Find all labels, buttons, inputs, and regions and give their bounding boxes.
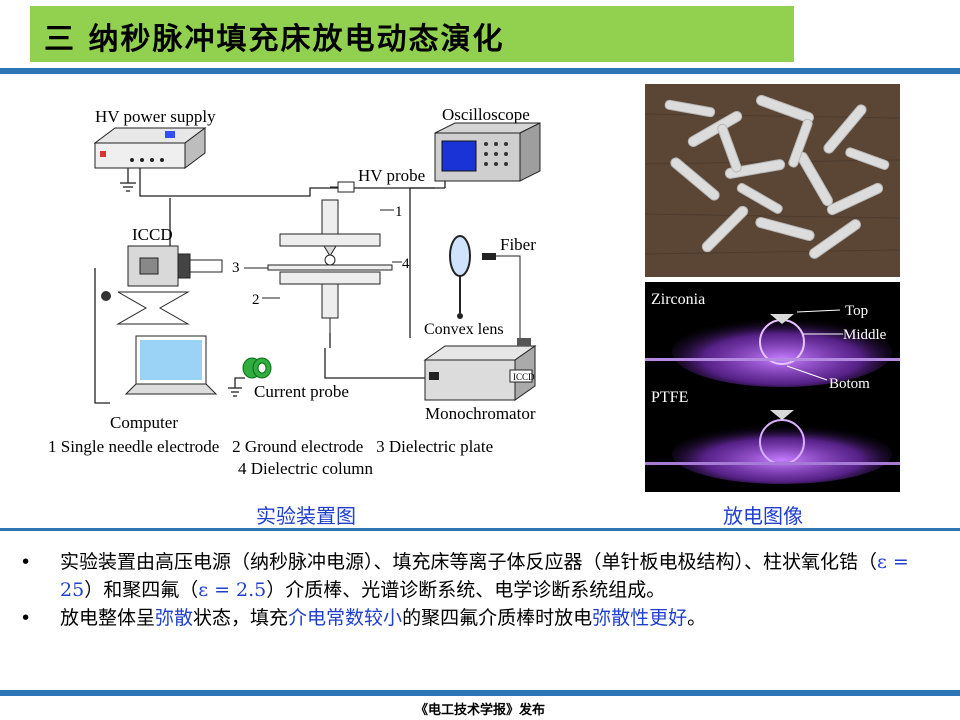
label-2: 2: [252, 292, 260, 308]
reactor-icon: [267, 199, 393, 333]
oscilloscope-label: Oscilloscope: [442, 105, 530, 124]
convex-lens-icon: [449, 235, 521, 338]
top-label: Top: [845, 303, 868, 319]
setup-diagram: HV power supply Oscilloscope HV probe IC…: [48, 105, 541, 478]
hv-power-supply-label: HV power supply: [95, 107, 216, 126]
hv-probe-icon: [330, 181, 355, 193]
monochromator-icon: [423, 338, 537, 401]
iccd-box-label: ICCD: [513, 372, 535, 382]
middle-label: Middle: [843, 327, 887, 343]
bullet-item-2: • 放电整体呈弥散状态，填充介电常数较小的聚四氟介质棒时放电弥散性更好。: [18, 604, 948, 632]
current-probe-icon: [242, 357, 272, 379]
bullet-dot: •: [20, 551, 32, 573]
hv-probe-label: HV probe: [358, 166, 425, 185]
dielectric-rods-photo: [645, 84, 900, 277]
hv-power-supply-icon: [93, 127, 207, 169]
page-title: 三 纳秒脉冲填充床放电动态演化: [44, 22, 505, 57]
convex-lens-label: Convex lens: [424, 321, 504, 338]
zirconia-label: Zirconia: [651, 291, 705, 308]
top-divider: [0, 68, 960, 74]
bullet-item-1: • 实验装置由高压电源（纳秒脉冲电源）、填充床等离子体反应器（单针板电极结构）、…: [18, 548, 948, 604]
monochromator-label: Monochromator: [425, 404, 536, 423]
botom-label: Botom: [829, 376, 870, 392]
diagram-legend-line1: 1 Single needle electrode 2 Ground elect…: [48, 437, 493, 456]
discharge-caption: 放电图像: [723, 504, 803, 528]
current-probe-label: Current probe: [254, 382, 349, 401]
computer-label: Computer: [110, 413, 178, 432]
footer-credit: 《电工技术学报》发布: [414, 703, 545, 718]
label-1: 1: [395, 204, 403, 220]
ground-icon: [120, 168, 136, 192]
setup-caption: 实验装置图: [256, 504, 356, 528]
bullet-dot: •: [20, 607, 32, 629]
iccd-camera-icon: [101, 245, 223, 325]
discharge-photo: Zirconia Top Middle Botom PTFE: [645, 282, 900, 492]
title-banner: 三 纳秒脉冲填充床放电动态演化: [30, 6, 794, 62]
bullet-list: • 实验装置由高压电源（纳秒脉冲电源）、填充床等离子体反应器（单针板电极结构）、…: [18, 548, 948, 632]
fiber-label: Fiber: [500, 235, 536, 254]
bottom-divider: [0, 690, 960, 696]
computer-icon: [124, 335, 218, 395]
label-4: 4: [402, 256, 410, 272]
ground-icon: [228, 387, 242, 397]
middle-divider: [0, 528, 960, 531]
oscilloscope-icon: [434, 122, 541, 182]
diagram-legend-line2: 4 Dielectric column: [238, 459, 374, 478]
ptfe-label: PTFE: [651, 389, 688, 406]
iccd-label: ICCD: [132, 225, 173, 244]
label-3: 3: [232, 260, 240, 276]
